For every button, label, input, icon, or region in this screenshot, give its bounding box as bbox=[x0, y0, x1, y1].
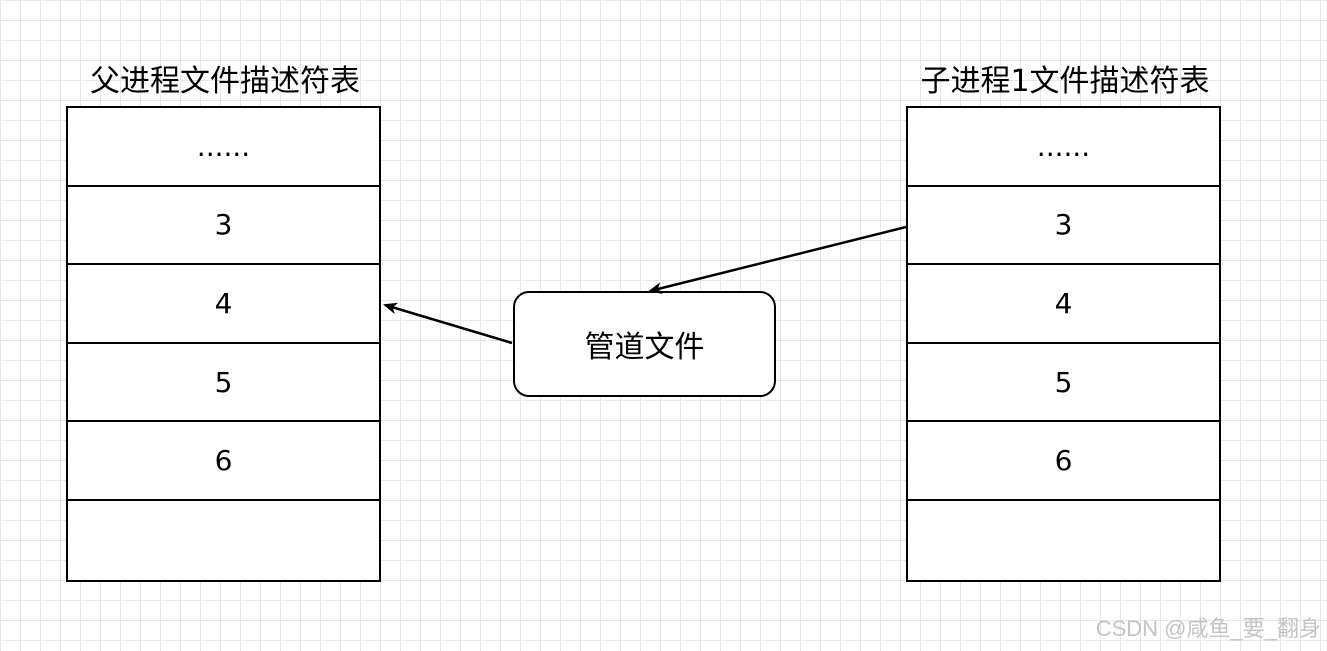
parent-fd-table: ...... 3 4 5 6 bbox=[66, 106, 381, 582]
arrow-pipe-to-parent-fd4 bbox=[383, 302, 513, 345]
pipe-file-label: 管道文件 bbox=[584, 330, 705, 365]
child-fd-row: 4 bbox=[908, 265, 1219, 344]
pipe-file-node: 管道文件 bbox=[513, 291, 776, 397]
child-fd-row: 3 bbox=[908, 187, 1219, 266]
child-table-title: 子进程1文件描述符表 bbox=[920, 64, 1210, 99]
parent-fd-row: ...... bbox=[68, 108, 379, 187]
arrow-child-fd3-to-pipe bbox=[648, 225, 907, 294]
csdn-watermark: CSDN @咸鱼_要_翻身 bbox=[1095, 616, 1321, 641]
parent-table-title: 父进程文件描述符表 bbox=[90, 64, 360, 99]
parent-fd-row: 6 bbox=[68, 422, 379, 501]
child-fd-row: 6 bbox=[908, 422, 1219, 501]
child-fd-row: 5 bbox=[908, 344, 1219, 423]
child-fd-row: ...... bbox=[908, 108, 1219, 187]
parent-fd-row: 3 bbox=[68, 187, 379, 266]
child-fd-table: ...... 3 4 5 6 bbox=[906, 106, 1221, 582]
parent-fd-row: 4 bbox=[68, 265, 379, 344]
parent-fd-row: 5 bbox=[68, 344, 379, 423]
